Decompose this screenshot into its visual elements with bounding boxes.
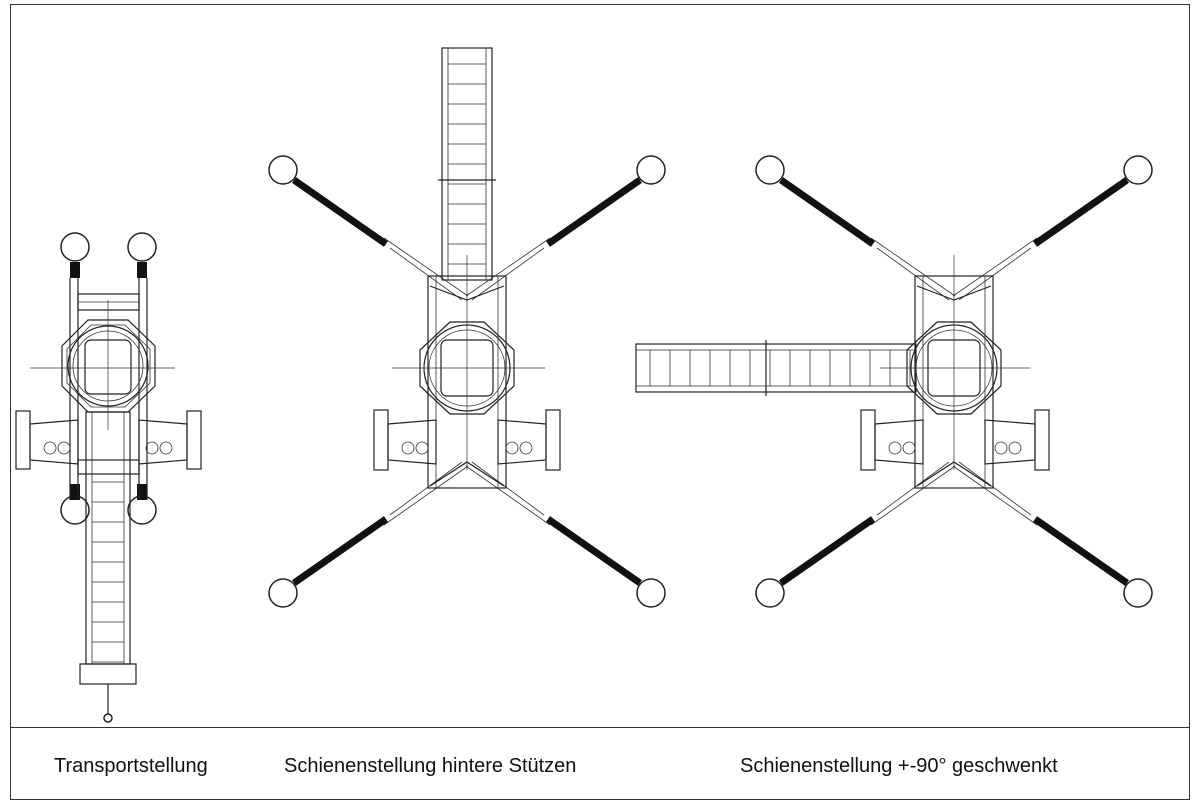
outrigger-leg bbox=[70, 262, 80, 278]
caption-separator bbox=[10, 727, 1190, 728]
outrigger-pad bbox=[268, 578, 298, 608]
side-box bbox=[984, 419, 1036, 465]
outrigger-pad bbox=[127, 232, 157, 262]
side-box bbox=[387, 419, 437, 465]
outrigger-pad bbox=[60, 495, 90, 525]
slewing-ring bbox=[906, 321, 1002, 415]
outrigger-leg bbox=[137, 262, 147, 278]
view-transport bbox=[15, 232, 202, 723]
drawing-frame bbox=[10, 4, 1190, 800]
view-rails-rear bbox=[268, 47, 666, 608]
side-box bbox=[138, 419, 188, 465]
outrigger-pad bbox=[636, 155, 666, 185]
ladder-rail bbox=[635, 343, 917, 393]
slewing-ring bbox=[61, 319, 156, 413]
caption-transport-position: Transportstellung bbox=[54, 755, 208, 777]
side-box bbox=[874, 419, 924, 465]
view-rails-swiveled bbox=[635, 155, 1153, 608]
ladder-rail bbox=[85, 411, 131, 665]
outrigger-pad bbox=[755, 578, 785, 608]
outrigger-pad bbox=[1123, 155, 1153, 185]
outrigger-pad bbox=[268, 155, 298, 185]
outrigger-pad bbox=[636, 578, 666, 608]
side-box bbox=[497, 419, 547, 465]
side-box bbox=[29, 419, 79, 465]
outrigger-pad bbox=[127, 495, 157, 525]
outrigger-pad bbox=[1123, 578, 1153, 608]
outrigger-leg bbox=[70, 484, 80, 500]
outrigger-pad bbox=[60, 232, 90, 262]
outrigger-leg bbox=[137, 484, 147, 500]
slewing-ring bbox=[419, 321, 515, 415]
caption-rails-rear-outriggers: Schienenstellung hintere Stützen bbox=[284, 755, 577, 777]
outrigger-pad bbox=[755, 155, 785, 185]
caption-rails-swiveled: Schienenstellung +-90° geschwenkt bbox=[740, 755, 1058, 777]
